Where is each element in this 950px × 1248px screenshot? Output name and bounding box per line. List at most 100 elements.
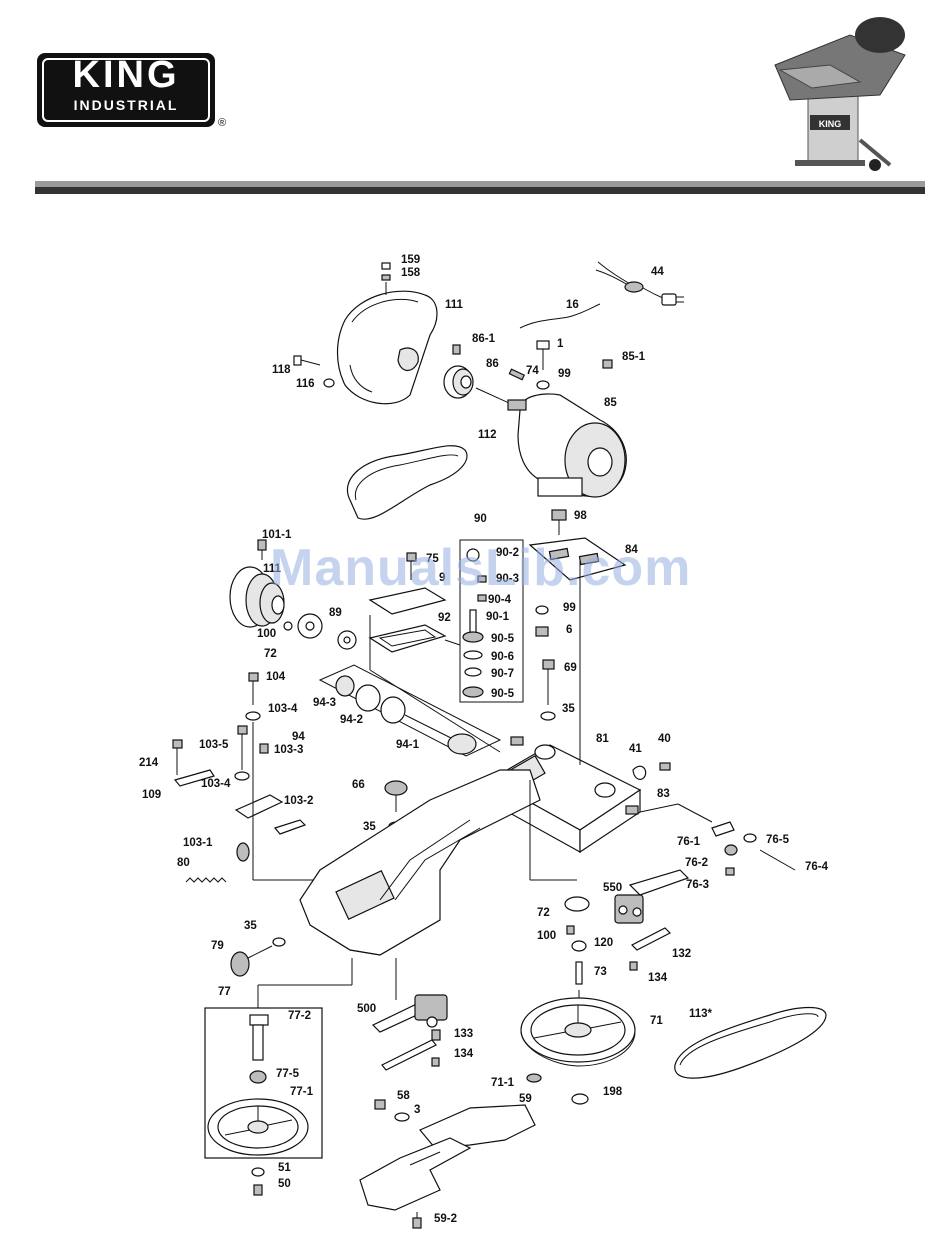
screw-71-1-part	[526, 1073, 542, 1083]
part-label: 71-1	[491, 1077, 515, 1089]
washer-3-part	[394, 1112, 410, 1122]
belt-cover-part	[336, 290, 438, 405]
nut-85-1-part	[602, 359, 613, 369]
part-label: 80	[177, 857, 190, 869]
part-label: 76-1	[677, 836, 701, 848]
part-label: 103-5	[199, 739, 229, 751]
part-label: 35	[244, 920, 257, 932]
part-label: 116	[296, 378, 315, 390]
part-label: 59	[519, 1093, 532, 1105]
screw-134b-part	[431, 1057, 440, 1067]
king-industrial-logo: KING INDUSTRIAL	[37, 53, 215, 127]
part-label: 198	[603, 1086, 623, 1098]
part-label: 99	[563, 602, 576, 614]
blade-guide-500-part	[371, 958, 448, 1033]
spacer-89-part	[337, 630, 357, 650]
part-label: 74	[526, 365, 539, 377]
part-label: 35	[562, 703, 575, 715]
part-label: 500	[357, 1003, 376, 1015]
part-label: 101-1	[262, 529, 292, 541]
gearbox-pulley-part	[229, 539, 285, 628]
bushing-120-part	[571, 940, 587, 952]
screw-50-part	[253, 1184, 263, 1196]
part-label: 550	[603, 882, 622, 894]
screw-100b-part	[566, 925, 575, 935]
shaft-73-part	[575, 961, 583, 985]
watermark: ManualsLib.com	[270, 539, 692, 597]
part-label: 120	[594, 937, 613, 949]
part-label: 66	[352, 779, 365, 791]
blade-guide-132-part	[630, 927, 672, 951]
v-belt-part	[346, 445, 468, 520]
knob-98-part	[551, 509, 567, 521]
key-74-part	[508, 368, 525, 381]
part-label: 103-4	[268, 703, 298, 715]
photo-king-label: KING	[819, 119, 842, 129]
part-label: 77-2	[288, 1010, 311, 1022]
blade-guard-133-part	[381, 1039, 437, 1071]
wire-part	[519, 303, 601, 329]
part-label: 90-4	[488, 594, 512, 606]
part-label: 72	[537, 907, 550, 919]
logo-subtitle: INDUSTRIAL	[73, 97, 179, 113]
part-label: 90	[474, 513, 487, 525]
part-label: 94-3	[313, 697, 336, 709]
part-label: 99	[558, 368, 571, 380]
part-label: 158	[401, 267, 421, 279]
part-label: 85-1	[622, 351, 646, 363]
knob-66-part	[384, 780, 408, 796]
part-label: 41	[629, 743, 642, 755]
part-label: 83	[657, 788, 670, 800]
part-label: 89	[329, 607, 342, 619]
gear-shaft-assembly-part	[459, 539, 524, 703]
part-label: 92	[438, 612, 451, 624]
part-label: 51	[278, 1162, 291, 1174]
part-label: 94	[292, 731, 305, 743]
motor-plate-part	[528, 537, 627, 581]
part-label: 90-2	[496, 547, 519, 559]
flange-72-part	[283, 613, 323, 639]
part-label: 16	[566, 299, 579, 311]
part-label: 103-1	[183, 837, 213, 849]
registered-mark: ®	[218, 117, 227, 129]
flange-72b-part	[564, 896, 590, 912]
bandsaw-photo: KING	[774, 17, 906, 171]
washer-99-part	[536, 380, 550, 390]
saw-arm-part	[299, 769, 541, 956]
part-label: 3	[414, 1104, 420, 1116]
header-rule-dark	[35, 187, 925, 194]
part-label: 81	[596, 733, 609, 745]
gasket-92-part	[368, 624, 447, 653]
part-label: 50	[278, 1178, 291, 1190]
washer-51-part	[251, 1167, 265, 1177]
part-label: 111	[445, 299, 464, 311]
part-label: 59-2	[434, 1213, 457, 1225]
part-label: 111	[263, 563, 282, 575]
part-label: 86	[486, 358, 499, 370]
part-label: 76-5	[766, 834, 790, 846]
worm-shaft-assembly-part	[318, 664, 502, 757]
part-label: 94-1	[396, 739, 420, 751]
washer-198-part	[571, 1093, 589, 1105]
chip-tray-59-part	[359, 1104, 536, 1218]
blade-guide-550-part	[614, 869, 690, 924]
part-label: 58	[397, 1090, 410, 1102]
part-label: 214	[139, 757, 159, 769]
part-label: 71	[650, 1015, 663, 1027]
part-label: 40	[658, 733, 671, 745]
part-label: 90-1	[486, 611, 510, 623]
part-label: 103-3	[274, 744, 303, 756]
knob-79-part	[230, 951, 250, 977]
part-label: 132	[672, 948, 691, 960]
part-label: 35	[363, 821, 376, 833]
motor-part	[507, 393, 627, 498]
bolt-69-part	[542, 659, 555, 670]
part-label: 75	[426, 553, 439, 565]
part-label: 77-1	[290, 1086, 314, 1098]
logo-wordmark: KING	[72, 54, 180, 96]
screw-134a-part	[629, 961, 638, 971]
header-rule-light	[35, 181, 925, 187]
part-label: 76-3	[686, 879, 709, 891]
part-label: 94-2	[340, 714, 363, 726]
